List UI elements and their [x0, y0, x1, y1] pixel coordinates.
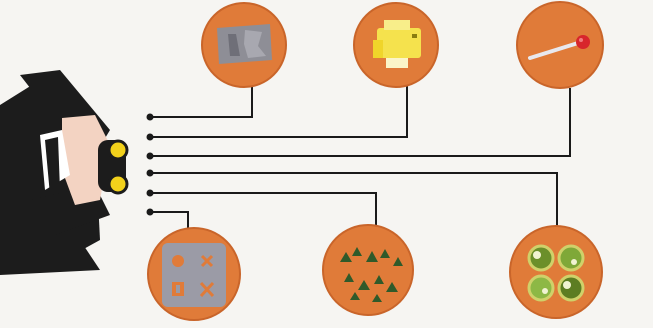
node-thermometer — [516, 1, 604, 89]
node-microscope — [509, 225, 603, 319]
connector-dots — [146, 113, 154, 216]
connector-to-document-map — [150, 85, 253, 118]
microscope-samples-icon — [527, 244, 585, 302]
node-forest-map — [322, 224, 414, 316]
printer-icon — [373, 20, 421, 68]
connector-to-keypad — [150, 211, 189, 233]
thermometer-probe-icon — [528, 35, 590, 60]
connector-to-forest-map — [150, 192, 377, 233]
connector-to-thermometer — [150, 88, 571, 157]
connector-to-microscope — [150, 172, 558, 233]
keypad-panel-icon — [162, 243, 226, 307]
document-map-icon — [217, 24, 272, 64]
node-printer — [353, 2, 439, 88]
connector-to-printer — [150, 85, 408, 138]
spy-with-binoculars-icon — [0, 70, 129, 275]
forest-map-icon — [340, 247, 403, 302]
node-document-map — [201, 2, 287, 88]
node-keypad — [147, 227, 241, 321]
connector-lines — [150, 85, 571, 233]
